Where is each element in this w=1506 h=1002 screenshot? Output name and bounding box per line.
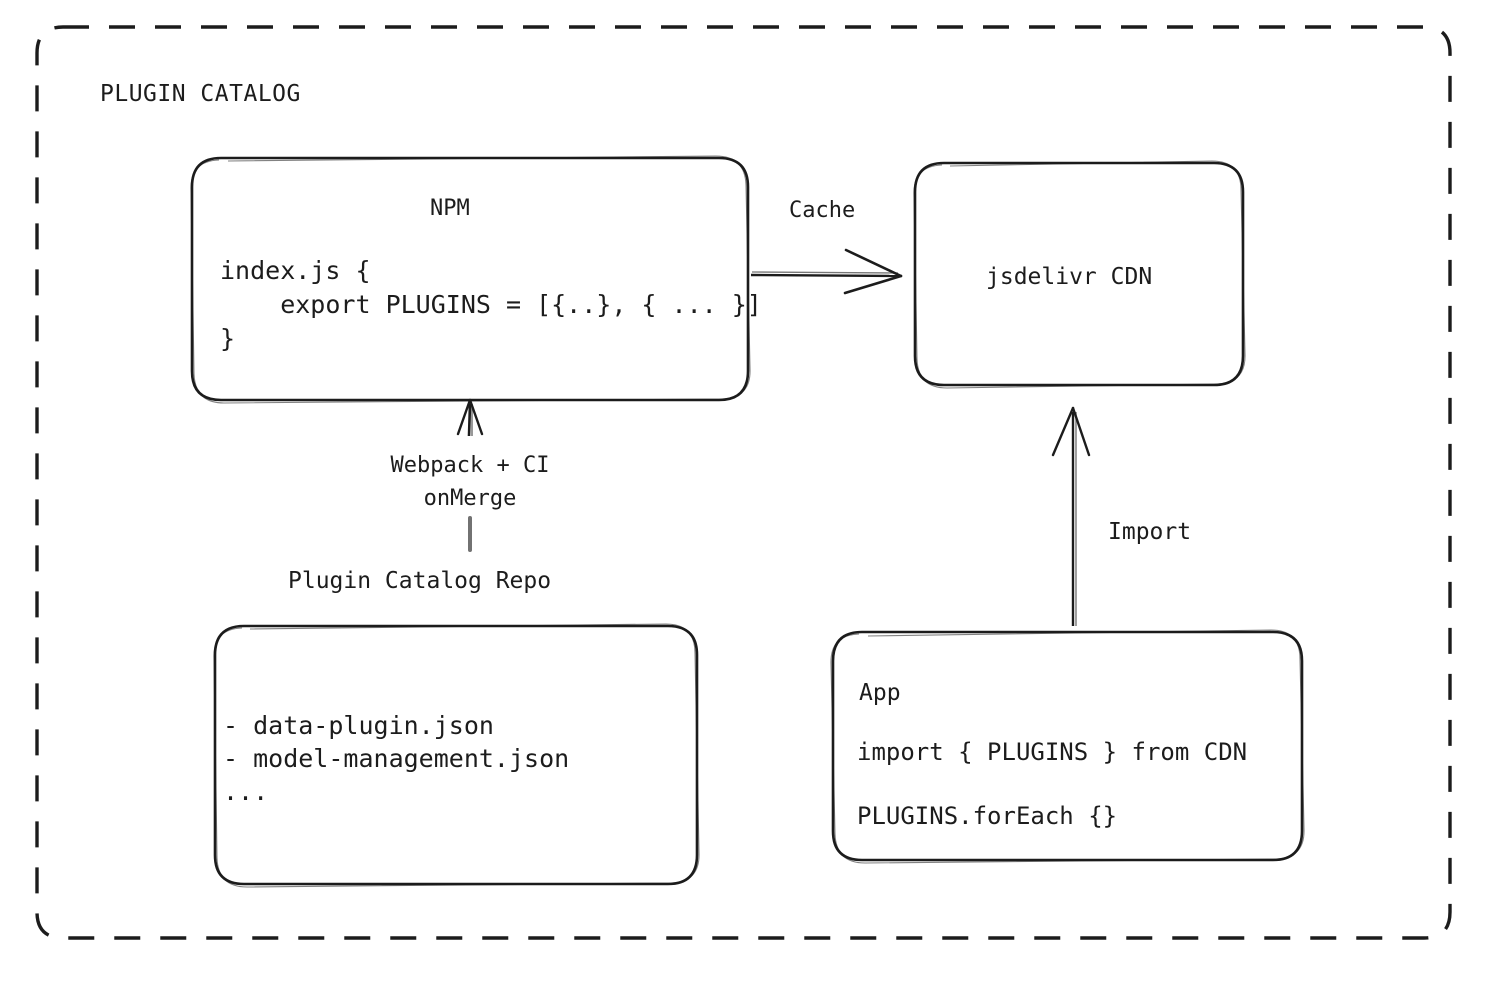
edge-label-cache: Cache (789, 198, 856, 223)
node-box-app[interactable] (830, 629, 1305, 864)
edge-label-build: Webpack + CI onMerge (390, 453, 550, 511)
node-code-app-foreach: PLUGINS.forEach {} (857, 802, 1118, 830)
edge-arrow-cache (750, 248, 903, 295)
node-code-npm: index.js { export PLUGINS = [{..}, { ...… (220, 256, 762, 353)
group-container-border (35, 25, 1452, 940)
node-code-app-import: import { PLUGINS } from CDN (857, 738, 1248, 766)
edge-label-import: Import (1108, 519, 1192, 545)
edge-arrow-import (1051, 406, 1091, 626)
node-box-cdn[interactable] (913, 160, 1246, 389)
node-box-npm[interactable] (190, 155, 751, 404)
node-title-app: App (859, 680, 901, 706)
node-title-repo: Plugin Catalog Repo (288, 568, 552, 594)
node-title-npm: NPM (430, 196, 470, 221)
edge-arrow-build (456, 398, 484, 552)
node-list-repo: - data-plugin.json - model-management.js… (223, 711, 570, 806)
node-box-repo[interactable] (213, 623, 700, 888)
group-title: PLUGIN CATALOG (100, 81, 301, 107)
node-title-cdn: jsdelivr CDN (986, 264, 1153, 290)
